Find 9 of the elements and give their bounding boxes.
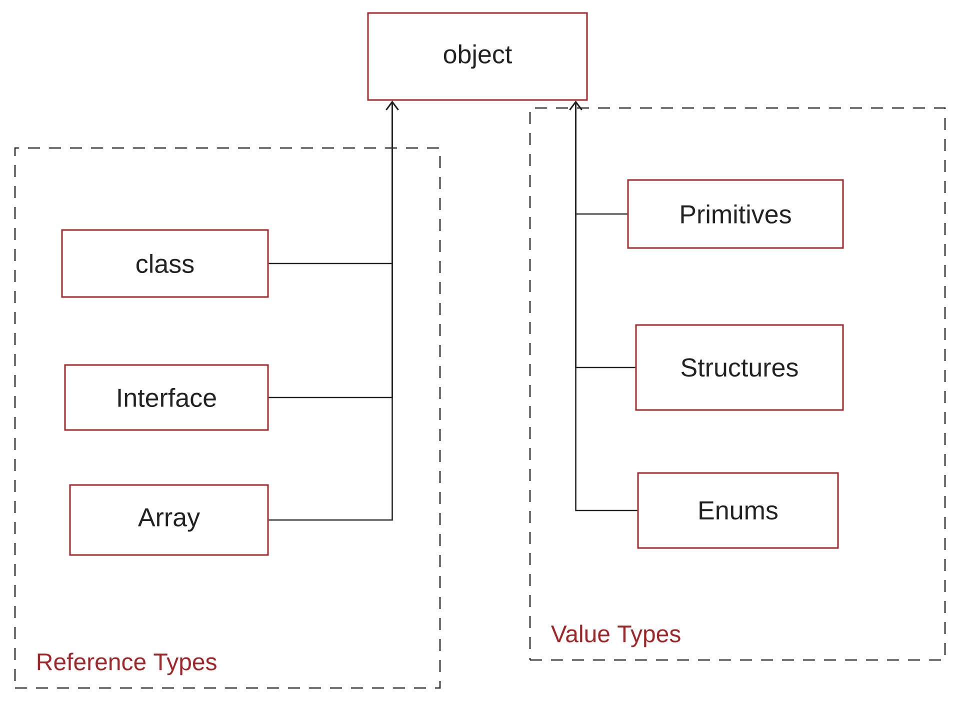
arrow (268, 100, 399, 521)
type-box: Interface (64, 364, 269, 431)
type-box: object (367, 12, 588, 101)
type-box: class (61, 229, 269, 298)
type-box: Enums (637, 472, 839, 549)
arrow (569, 100, 638, 512)
type-box: Primitives (627, 179, 844, 249)
type-box: Array (69, 484, 269, 556)
type-box: Structures (635, 324, 844, 411)
